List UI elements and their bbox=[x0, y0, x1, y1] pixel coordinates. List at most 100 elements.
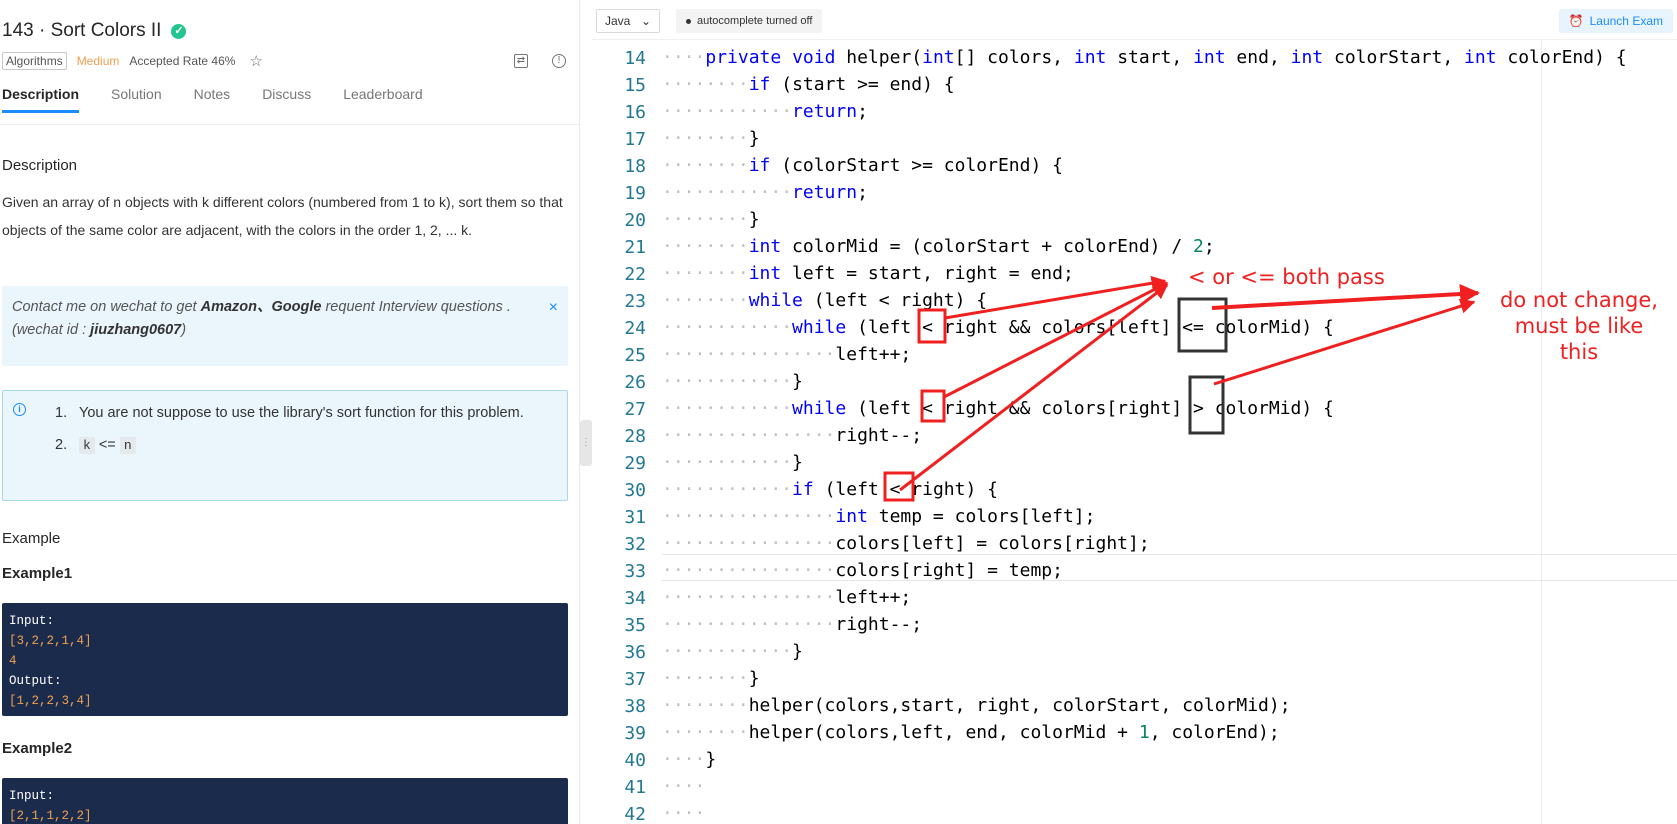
code-line[interactable]: ········} bbox=[662, 128, 760, 149]
tab-leaderboard[interactable]: Leaderboard bbox=[343, 86, 423, 102]
current-line-highlight bbox=[662, 554, 1677, 581]
line-number: 15 bbox=[624, 75, 646, 96]
translate-icon[interactable]: ⇄ bbox=[514, 54, 528, 68]
line-number: 32 bbox=[624, 534, 646, 555]
code-line[interactable]: ················colors[right] = temp; bbox=[662, 560, 1063, 581]
autocomplete-toggle[interactable]: autocomplete turned off bbox=[676, 9, 823, 33]
code-line[interactable]: ········int colorMid = (colorStart + col… bbox=[662, 236, 1215, 257]
code-line[interactable]: ················left++; bbox=[662, 587, 911, 608]
code-token: (left < right) { bbox=[802, 290, 988, 311]
indent-dots: ············ bbox=[662, 101, 793, 122]
line-number: 33 bbox=[624, 561, 646, 582]
tab-solution[interactable]: Solution bbox=[111, 86, 162, 102]
code-token: right--; bbox=[835, 614, 923, 635]
example1-box: Input: [3,2,2,1,4] 4 Output: [1,2,2,3,4] bbox=[2, 603, 568, 716]
tab-notes[interactable]: Notes bbox=[193, 86, 231, 102]
code-token: , colorEnd); bbox=[1149, 722, 1280, 743]
indent-dots: ············ bbox=[662, 371, 793, 392]
code-token: helper(colors,left, end, colorMid + bbox=[748, 722, 1139, 743]
ex2-input-array: [2,1,1,2,2] bbox=[9, 809, 92, 823]
code-token: (left < right && colors[left] <= colorMi… bbox=[846, 317, 1334, 338]
description-heading: Description bbox=[2, 157, 78, 174]
code-token: ; bbox=[1203, 236, 1215, 257]
keyword-token: void bbox=[792, 47, 836, 68]
line-number: 27 bbox=[624, 399, 646, 420]
list-item: 2. k <= n bbox=[55, 431, 535, 460]
line-number: 24 bbox=[624, 318, 646, 339]
code-line[interactable]: ········helper(colors,left, end, colorMi… bbox=[662, 722, 1280, 743]
code-editor[interactable]: ····private void helper(int[] colors, in… bbox=[662, 40, 1677, 824]
keyword-token: int bbox=[1290, 47, 1324, 68]
code-line[interactable]: ········while (left < right) { bbox=[662, 290, 987, 311]
code-line[interactable]: ············while (left < right && color… bbox=[662, 398, 1334, 419]
title-row: 143 · Sort Colors II ✓ bbox=[2, 20, 187, 42]
code-line[interactable]: ················right--; bbox=[662, 614, 922, 635]
tab-description[interactable]: Description bbox=[2, 86, 80, 113]
code-line[interactable]: ················right--; bbox=[662, 425, 922, 446]
code-line[interactable]: ················left++; bbox=[662, 344, 911, 365]
keyword-token: if bbox=[748, 74, 771, 95]
code-line[interactable]: ············return; bbox=[662, 182, 868, 203]
number-token: 1 bbox=[1138, 722, 1150, 743]
star-icon[interactable]: ☆ bbox=[249, 53, 263, 70]
keyword-token: private bbox=[705, 47, 782, 68]
indent-dots: ················ bbox=[662, 533, 836, 554]
alarm-clock-icon: ⏰ bbox=[1568, 14, 1584, 28]
tab-discuss[interactable]: Discuss bbox=[262, 86, 312, 102]
notice-brands: Amazon、Google bbox=[200, 299, 322, 315]
notice-suffix: ) bbox=[181, 322, 187, 338]
difficulty-label: Medium bbox=[76, 54, 120, 68]
line-number: 14 bbox=[624, 48, 646, 69]
code-line[interactable]: ············} bbox=[662, 641, 803, 662]
code-token: colorEnd) { bbox=[1496, 47, 1627, 68]
code-line[interactable]: ············} bbox=[662, 371, 803, 392]
language-select[interactable]: Java ⌄ bbox=[596, 9, 660, 33]
code-line[interactable]: ················int temp = colors[left]; bbox=[662, 506, 1095, 527]
number-token: 2 bbox=[1193, 236, 1204, 257]
code-line[interactable]: ········if (colorStart >= colorEnd) { bbox=[662, 155, 1063, 176]
code-line[interactable]: ···· bbox=[662, 803, 705, 824]
list-number: 1. bbox=[55, 405, 68, 421]
code-line[interactable]: ········if (start >= end) { bbox=[662, 74, 955, 95]
close-icon[interactable]: × bbox=[548, 299, 558, 316]
code-line[interactable]: ····private void helper(int[] colors, in… bbox=[662, 47, 1627, 68]
code-line[interactable]: ···· bbox=[662, 776, 705, 797]
code-line[interactable]: ········} bbox=[662, 668, 760, 689]
code-line[interactable]: ············return; bbox=[662, 101, 868, 122]
notes-list: 1. You are not suppose to use the librar… bbox=[55, 399, 535, 460]
notes-box: i 1. You are not suppose to use the libr… bbox=[2, 390, 568, 501]
code-token: start, bbox=[1106, 47, 1194, 68]
code-line[interactable]: ········} bbox=[662, 209, 760, 230]
ex2-input-label: Input: bbox=[9, 789, 55, 803]
code-token: } bbox=[705, 749, 717, 770]
line-number: 39 bbox=[624, 723, 646, 744]
indent-dots: ········ bbox=[662, 74, 749, 95]
notice-wechat-id: jiuzhang0607 bbox=[90, 322, 182, 338]
code-line[interactable]: ············} bbox=[662, 452, 803, 473]
category-tag[interactable]: Algorithms bbox=[2, 52, 67, 70]
meta-row: Algorithms Medium Accepted Rate 46% ☆ bbox=[2, 52, 263, 70]
problem-tabs: Description Solution Notes Discuss Leade… bbox=[2, 86, 423, 113]
code-line[interactable]: ····} bbox=[662, 749, 716, 770]
indent-dots: ········ bbox=[662, 155, 749, 176]
line-number: 34 bbox=[624, 588, 646, 609]
code-line[interactable]: ········helper(colors,start, right, colo… bbox=[662, 695, 1291, 716]
code-token: } bbox=[748, 668, 760, 689]
code-line[interactable]: ············while (left < right && color… bbox=[662, 317, 1334, 338]
code-line[interactable]: ············if (left < right) { bbox=[662, 479, 998, 500]
keyword-token: while bbox=[792, 398, 847, 419]
code-line[interactable]: ················colors[left] = colors[ri… bbox=[662, 533, 1150, 554]
annotation-do-not-change: do not change, must be like this bbox=[1500, 288, 1658, 364]
indent-dots: ········ bbox=[662, 668, 749, 689]
code-token: colors[right] = temp; bbox=[835, 560, 1063, 581]
code-token: right--; bbox=[835, 425, 923, 446]
keyword-token: if bbox=[748, 155, 771, 176]
line-number: 23 bbox=[624, 291, 646, 312]
indent-dots: ···· bbox=[662, 803, 706, 824]
indent-dots: ············ bbox=[662, 641, 793, 662]
launch-exam-button[interactable]: ⏰ Launch Exam bbox=[1558, 9, 1673, 33]
annotation-both-pass: < or <= both pass bbox=[1188, 265, 1385, 289]
code-line[interactable]: ········int left = start, right = end; bbox=[662, 263, 1074, 284]
resize-handle[interactable]: ⋮ bbox=[580, 420, 592, 466]
info-icon[interactable]: ! bbox=[552, 54, 566, 68]
